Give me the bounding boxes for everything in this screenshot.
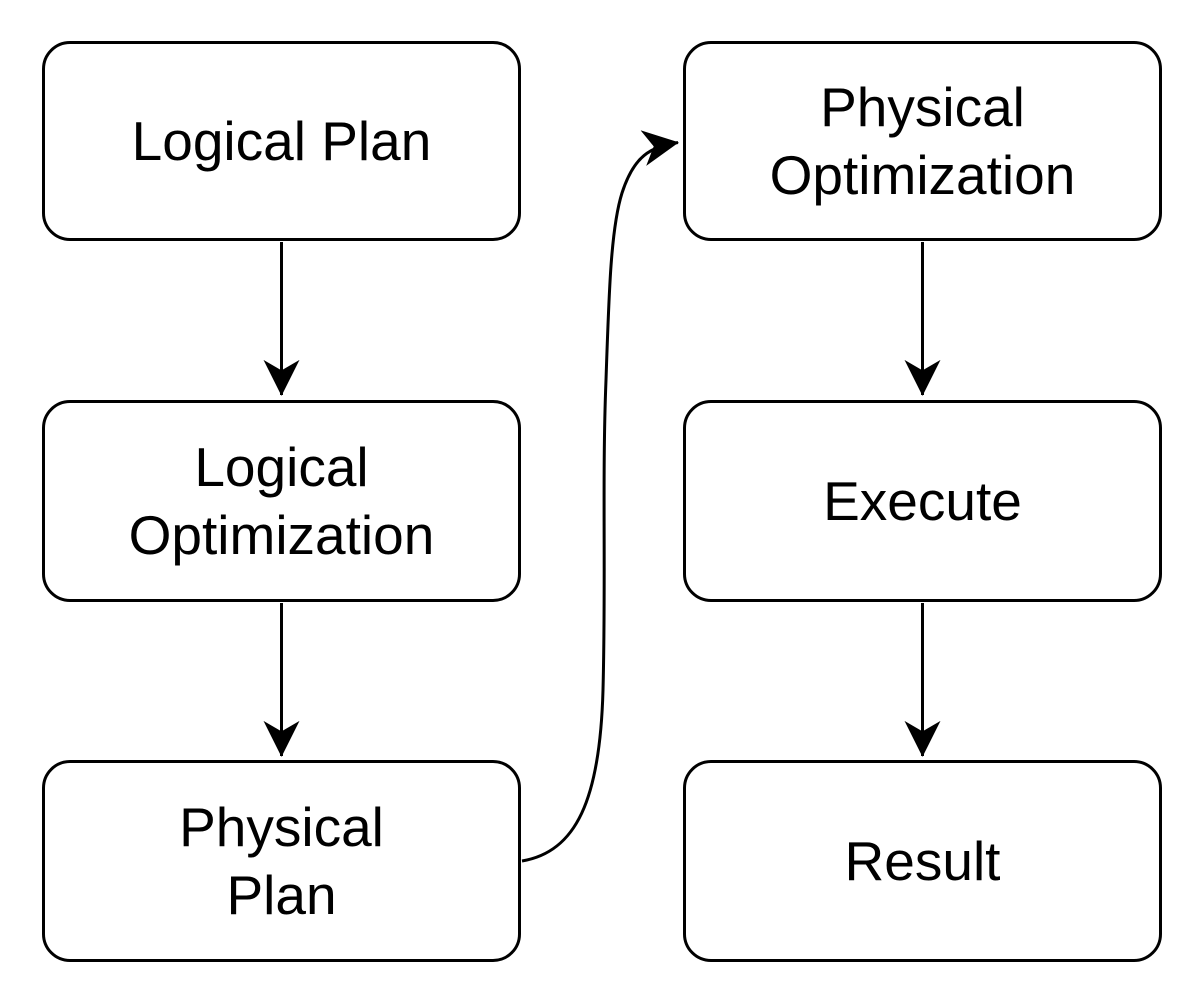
node-result: Result — [683, 760, 1162, 962]
edge-physical-plan-to-physical-optimization — [521, 130, 679, 863]
node-logical-plan: Logical Plan — [42, 41, 521, 241]
node-physical-plan: Physical Plan — [42, 760, 521, 962]
node-execute: Execute — [683, 400, 1162, 602]
node-physical-optimization: Physical Optimization — [683, 41, 1162, 241]
node-logical-optimization: Logical Optimization — [42, 400, 521, 602]
